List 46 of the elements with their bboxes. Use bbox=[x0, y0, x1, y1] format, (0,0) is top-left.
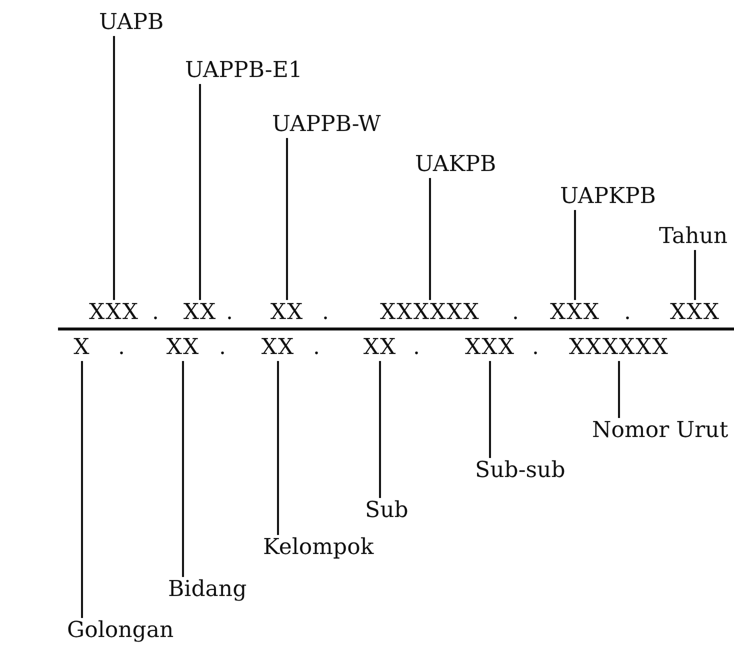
separator-dot: . bbox=[226, 300, 233, 326]
field-label: Sub-sub bbox=[475, 458, 566, 484]
field-label: Tahun bbox=[659, 224, 728, 250]
leader-line bbox=[81, 361, 83, 618]
leader-line bbox=[379, 361, 381, 498]
field-label: UAPPB-E1 bbox=[185, 58, 302, 84]
code-digits: XXXXXX bbox=[358, 300, 502, 326]
field-label: Golongan bbox=[67, 618, 174, 644]
separator-dot: . bbox=[532, 335, 539, 361]
code-digits: XXX bbox=[658, 300, 732, 326]
code-digits: XXXXXX bbox=[555, 335, 683, 361]
field-label: UAPKPB bbox=[560, 184, 656, 210]
leader-line bbox=[694, 250, 696, 300]
leader-line bbox=[574, 210, 576, 300]
field-label: Kelompok bbox=[263, 535, 374, 561]
separator-dot: . bbox=[118, 335, 125, 361]
separator-dot: . bbox=[322, 300, 329, 326]
field-label: Sub bbox=[365, 498, 408, 524]
code-digits: XX bbox=[262, 300, 312, 326]
field-label: UAPPB-W bbox=[272, 112, 381, 138]
code-digits: XX bbox=[253, 335, 303, 361]
code-digits: XXX bbox=[538, 300, 612, 326]
separator-dot: . bbox=[219, 335, 226, 361]
separator-dot: . bbox=[313, 335, 320, 361]
code-digits: XX bbox=[176, 300, 224, 326]
separator-dot: . bbox=[413, 335, 420, 361]
leader-line bbox=[489, 361, 491, 458]
leader-line bbox=[277, 361, 279, 535]
leader-line bbox=[113, 36, 115, 300]
code-digits: XXX bbox=[76, 300, 152, 326]
code-digits: X bbox=[68, 335, 96, 361]
leader-line bbox=[618, 361, 620, 418]
field-label: Nomor Urut bbox=[592, 418, 728, 444]
separator-dot: . bbox=[512, 300, 519, 326]
leader-line bbox=[199, 84, 201, 300]
leader-line bbox=[286, 138, 288, 300]
leader-line bbox=[429, 178, 431, 300]
separator-dot: . bbox=[152, 300, 159, 326]
leader-line bbox=[182, 361, 184, 577]
code-digits: XX bbox=[158, 335, 208, 361]
separator-dot: . bbox=[624, 300, 631, 326]
field-label: Bidang bbox=[168, 577, 247, 603]
field-label: UAPB bbox=[99, 10, 164, 36]
field-label: UAKPB bbox=[415, 152, 496, 178]
code-digits: XX bbox=[355, 335, 405, 361]
code-digits: XXX bbox=[455, 335, 525, 361]
